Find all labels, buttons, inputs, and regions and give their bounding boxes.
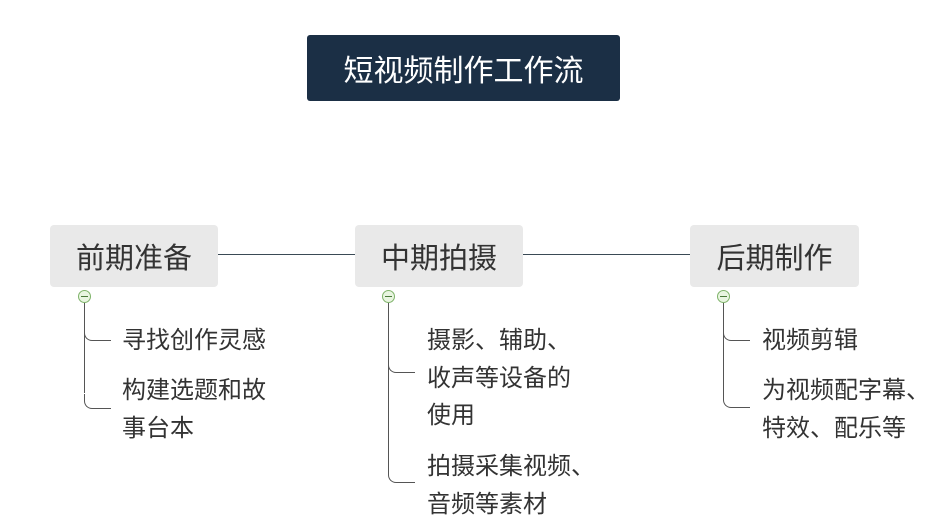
subtopic[interactable]: 为视频配字幕、 特效、配乐等 [762, 376, 930, 442]
subtopic[interactable]: 寻找创作灵感 [122, 326, 266, 354]
subtopic[interactable]: 构建选题和故 事台本 [122, 376, 266, 442]
branch-hook [388, 468, 415, 483]
branch-hook [723, 326, 750, 341]
subtopic[interactable]: 摄影、辅助、 收声等设备的 使用 [427, 326, 571, 429]
collapse-icon[interactable] [78, 290, 91, 303]
stage-post-production[interactable]: 后期制作 [690, 225, 859, 287]
subtopic[interactable]: 拍摄采集视频、 音频等素材 [427, 452, 595, 518]
branch-hook [388, 358, 415, 373]
branch-hook [84, 326, 111, 341]
branch-line [723, 303, 724, 393]
branch-line [388, 303, 389, 468]
branch-line [84, 303, 85, 393]
connector-line [523, 254, 690, 255]
branch-hook [84, 394, 111, 409]
subtopic[interactable]: 视频剪辑 [762, 326, 858, 354]
stage-production[interactable]: 中期拍摄 [355, 225, 523, 287]
root-topic[interactable]: 短视频制作工作流 [307, 35, 620, 101]
collapse-icon[interactable] [382, 290, 395, 303]
stage-pre-production[interactable]: 前期准备 [50, 225, 218, 287]
branch-hook [723, 393, 750, 408]
connector-line [218, 254, 355, 255]
collapse-icon[interactable] [717, 290, 730, 303]
